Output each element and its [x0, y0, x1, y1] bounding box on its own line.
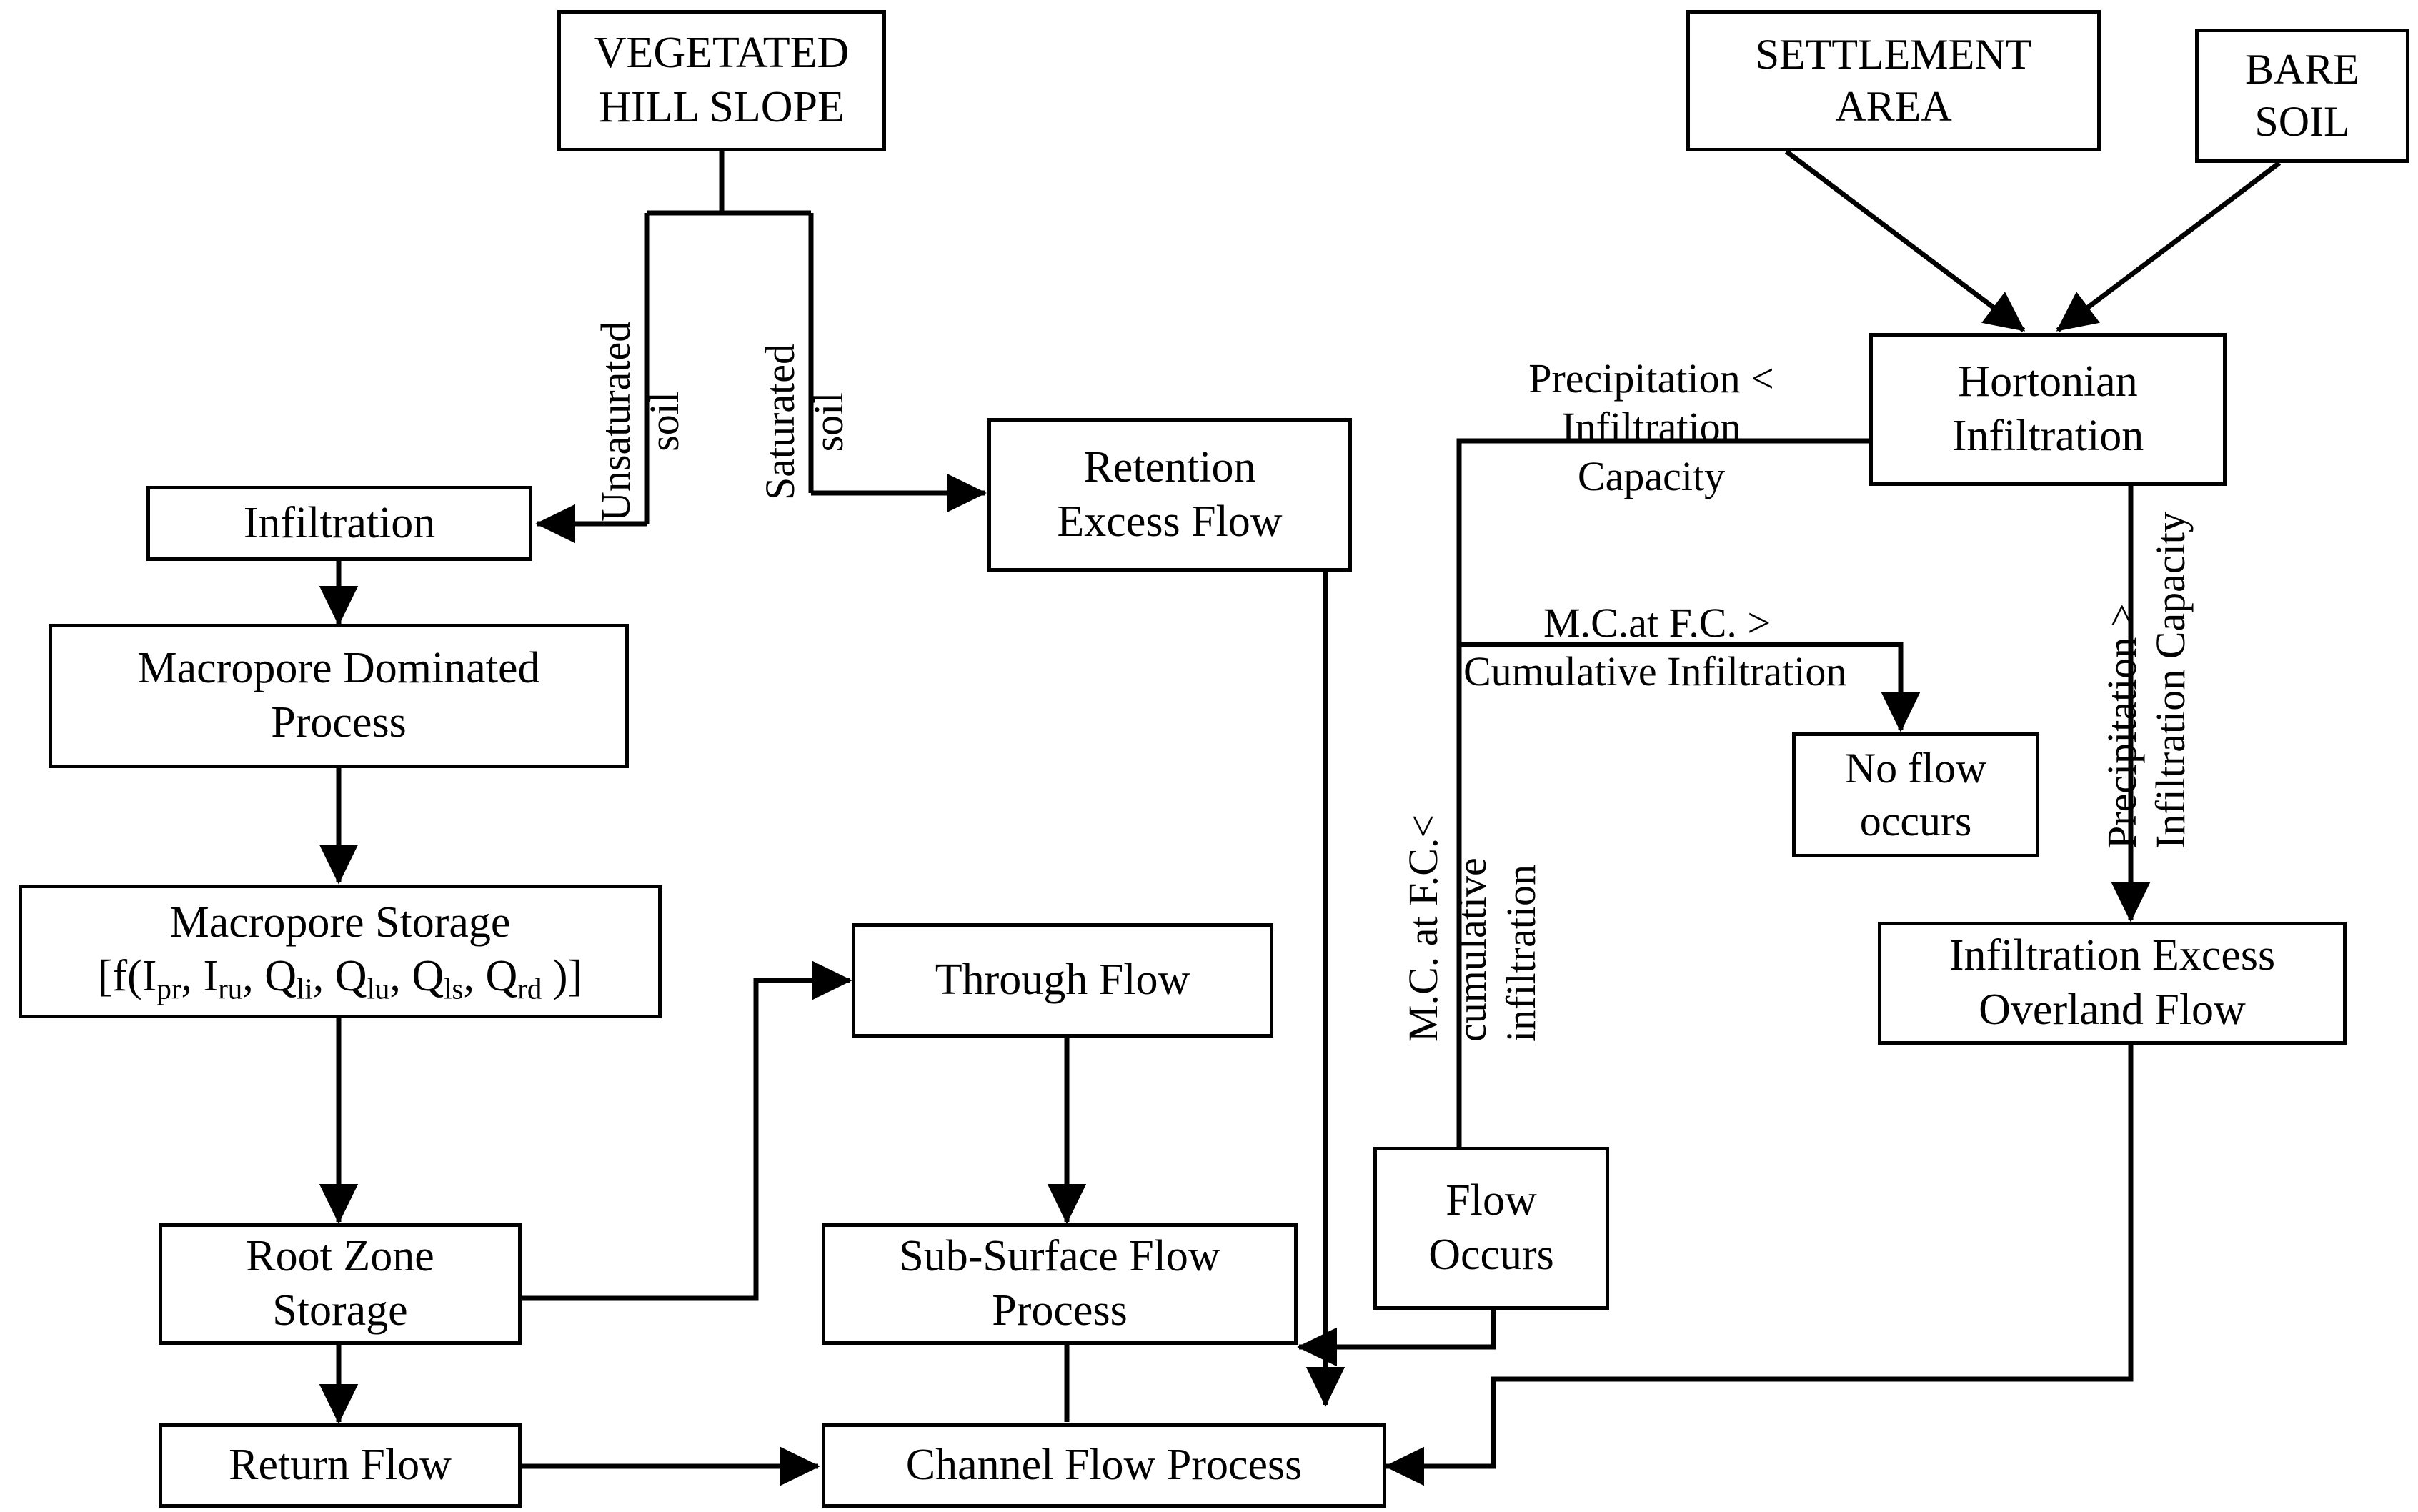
node-label-line2: Occurs: [1428, 1230, 1554, 1279]
node-label-line1: Flow: [1446, 1176, 1537, 1225]
node-label-line1: BARE: [2244, 45, 2360, 93]
edge-label-precipitation-gt-capacity: Precipitation > Infiltration Capacity: [2098, 512, 2196, 849]
node-label-line1: Sub-Surface Flow: [899, 1232, 1220, 1281]
node-label-line2: Excess Flow: [1057, 497, 1283, 546]
node-label-line2: AREA: [1835, 83, 1952, 130]
node-label-line1: VEGETATED: [594, 29, 850, 78]
node-label-line2: Overland Flow: [1979, 985, 2246, 1034]
edge-label-line1: Precipitation >: [2099, 603, 2145, 849]
node-label-line2: HILL SLOPE: [599, 83, 845, 131]
node-label-line2: SOIL: [2254, 98, 2350, 145]
wire-root-zone-to-through-flow: [520, 960, 852, 1301]
edge-label-line1: M.C.at F.C. >: [1543, 600, 1771, 646]
node-label-line1: Hortonian: [1958, 357, 2138, 407]
node-label-line1: Through Flow: [935, 955, 1190, 1005]
edge-label-mc-gt-cumulative: M.C.at F.C. > Cumulative Infiltration: [1463, 599, 1846, 697]
node-retention-excess-flow[interactable]: Retention Excess Flow: [987, 418, 1352, 572]
edge-label-saturated-soil: Saturated soil: [756, 344, 854, 500]
node-label-line2: occurs: [1859, 797, 1972, 845]
node-label-line1: Macropore Dominated: [137, 644, 540, 693]
node-label-line1: SETTLEMENT: [1755, 30, 2032, 78]
node-sub-surface-flow-process[interactable]: Sub-Surface Flow Process: [822, 1223, 1298, 1345]
edge-label-line1: Unsaturated: [592, 321, 639, 522]
edge-label-mc-lt-cumulative: M.C. at F.C.< cumulative infiltration: [1399, 815, 1546, 1042]
node-through-flow[interactable]: Through Flow: [852, 923, 1273, 1038]
edge-label-line2: soil: [805, 392, 852, 452]
node-label-line1: Infiltration: [243, 498, 436, 547]
edge-label-precipitation-lt-capacity: Precipitation < Infiltration Capacity: [1498, 354, 1805, 501]
node-macropore-dominated-process[interactable]: Macropore Dominated Process: [49, 624, 629, 768]
node-label-line2: Process: [992, 1286, 1128, 1335]
node-return-flow[interactable]: Return Flow: [159, 1423, 522, 1508]
edge-label-line1: Precipitation <: [1528, 355, 1774, 402]
edge-label-line3: Capacity: [1577, 452, 1726, 499]
wire-baresoil-to-hortonian: [2056, 161, 2282, 332]
node-infiltration[interactable]: Infiltration: [146, 486, 532, 561]
wire-flow-occurs-to-subsurface: [1297, 1308, 1496, 1367]
node-label-line2: Infiltration: [1951, 412, 2144, 460]
node-label-line1: Return Flow: [229, 1441, 452, 1490]
node-label-line1: Root Zone: [246, 1232, 434, 1281]
node-label-line1: Infiltration Excess: [1949, 931, 2276, 980]
node-vegetated-hill-slope[interactable]: VEGETATED HILL SLOPE: [557, 10, 886, 151]
node-label-line1: Channel Flow Process: [905, 1441, 1303, 1490]
node-label-line2: Storage: [272, 1286, 408, 1335]
edge-label-line1: Saturated: [757, 343, 803, 500]
edge-label-line3: infiltration: [1497, 864, 1544, 1042]
node-no-flow-occurs[interactable]: No flow occurs: [1792, 732, 2039, 857]
edge-label-line2: cumulative: [1448, 857, 1496, 1042]
node-root-zone-storage[interactable]: Root Zone Storage: [159, 1223, 522, 1345]
node-label-line2: Process: [271, 698, 407, 747]
node-label-formula: [f(Ipr, Iru, Qli, Qlu, Qls, Qrd )]: [97, 952, 583, 1005]
node-label-line1: Retention: [1083, 442, 1256, 492]
node-label-line1: Macropore Storage: [169, 897, 511, 947]
edge-label-line1: M.C. at F.C.<: [1400, 814, 1446, 1042]
node-hortonian-infiltration[interactable]: Hortonian Infiltration: [1869, 333, 2227, 486]
edge-label-line2: Cumulative Infiltration: [1463, 648, 1847, 695]
node-bare-soil[interactable]: BARE SOIL: [2195, 29, 2409, 163]
edge-label-line2: soil: [641, 391, 688, 452]
node-label-line1: No flow: [1844, 745, 1987, 792]
node-settlement-area[interactable]: SETTLEMENT AREA: [1686, 10, 2101, 151]
node-channel-flow-process[interactable]: Channel Flow Process: [822, 1423, 1386, 1508]
node-macropore-storage[interactable]: Macropore Storage [f(Ipr, Iru, Qli, Qlu,…: [19, 885, 662, 1018]
node-infiltration-excess-overland-flow[interactable]: Infiltration Excess Overland Flow: [1878, 922, 2347, 1045]
edge-label-line2: Infiltration: [1561, 404, 1741, 451]
edge-label-unsaturated-soil: Unsaturated soil: [592, 322, 690, 522]
node-flow-occurs[interactable]: Flow Occurs: [1373, 1147, 1609, 1310]
edge-label-line2: Infiltration Capacity: [2147, 512, 2194, 849]
wire-settlement-to-hortonian: [1784, 149, 2026, 332]
